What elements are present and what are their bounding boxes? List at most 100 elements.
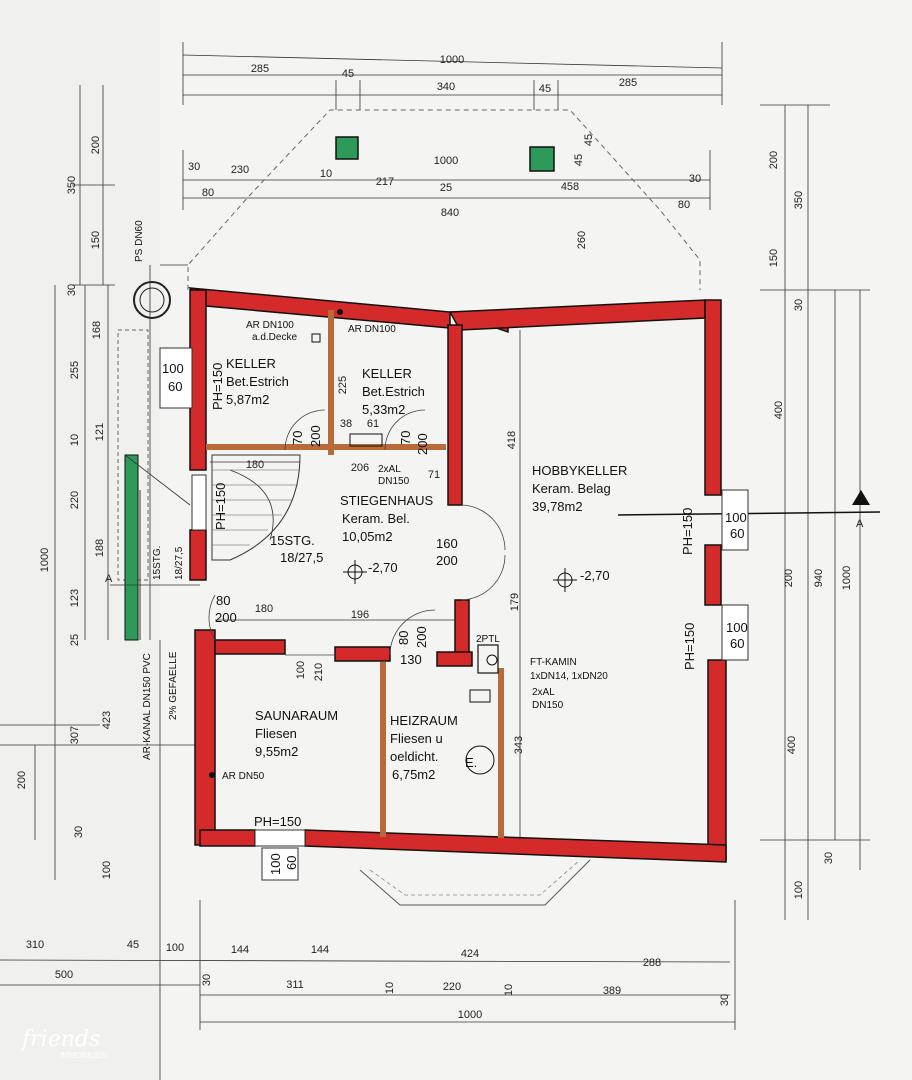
room-heiz-finish-b: oeldicht. xyxy=(390,749,438,764)
logo-brand: friends xyxy=(20,1027,100,1052)
room-keller2-name: KELLER xyxy=(362,366,412,381)
dim-225: 225 xyxy=(337,376,349,394)
dim-top-total: 1000 xyxy=(440,54,464,66)
room-stair-finish: Keram. Bel. xyxy=(342,511,410,526)
door-keller1-w: 70 xyxy=(290,431,305,445)
dim-123: 123 xyxy=(69,589,81,607)
room-heiz-finish-a: Fliesen u xyxy=(390,731,443,746)
door-sauna-w: 80 xyxy=(216,593,230,608)
room-keller2-finish: Bet.Estrich xyxy=(362,384,425,399)
dim-25: 25 xyxy=(440,182,452,194)
kamin-icon xyxy=(477,644,499,674)
room-keller2-area: 5,33m2 xyxy=(362,402,405,417)
section-mark-left: A xyxy=(105,573,113,585)
dim-196: 196 xyxy=(351,609,369,621)
window-sauna xyxy=(261,847,299,881)
dim-423: 423 xyxy=(101,711,113,729)
dim-left-30: 30 xyxy=(66,284,78,296)
room-heiz-name: HEIZRAUM xyxy=(390,713,458,728)
ar-dn100-b-label: AR DN100 xyxy=(348,324,396,335)
dim-220-bottom: 220 xyxy=(443,981,461,993)
dim-30-left: 30 xyxy=(188,161,200,173)
dim-61: 61 xyxy=(367,418,379,430)
dim-45-bottom: 45 xyxy=(127,939,139,951)
dim-top-45a: 45 xyxy=(342,68,354,80)
room-hobby-area: 39,78m2 xyxy=(532,499,583,514)
door-hobby-w: 160 xyxy=(436,536,458,551)
dim-100-left-b: 100 xyxy=(101,861,113,879)
dim-180-a: 180 xyxy=(246,459,264,471)
brand-logo: friends IMMOBILIEN xyxy=(20,1027,107,1060)
dim-424: 424 xyxy=(461,948,479,960)
dim-144a: 144 xyxy=(231,944,249,956)
dn150-b-label: DN150 xyxy=(532,700,564,711)
dim-right-150: 150 xyxy=(768,249,780,267)
dim-311: 311 xyxy=(286,979,304,991)
ar-kanal-label: AR-KANAL DN150 PVC xyxy=(142,653,153,760)
door-heiz-w: 80 xyxy=(396,631,411,645)
window-keller-w: 100 xyxy=(162,361,184,376)
window-hobby-top-w: 100 xyxy=(725,510,747,525)
window-sauna-ph: PH=150 xyxy=(254,814,301,829)
chimney-left-icon xyxy=(335,136,359,160)
stairs-inner-dim: 18/27,5 xyxy=(280,550,323,565)
dim-10-bottom-b: 10 xyxy=(503,984,515,996)
door-sauna-h: 200 xyxy=(215,610,237,625)
stairs-outer-count: 15STG. xyxy=(152,546,163,580)
dim-180-b: 180 xyxy=(255,603,273,615)
dim-top-285a: 285 xyxy=(251,63,269,75)
door-keller1-h: 200 xyxy=(308,425,323,447)
window-hobby-bottom-w: 100 xyxy=(726,620,748,635)
window-keller-h: 60 xyxy=(168,379,182,394)
dim-right-350: 350 xyxy=(793,191,805,209)
staircase: 15STG. 18/27,5 15STG. 18/27,5 xyxy=(139,454,323,640)
drain-shaft-icon xyxy=(133,281,171,319)
room-sauna-name: SAUNARAUM xyxy=(255,708,338,723)
window-hobby-top xyxy=(721,489,749,551)
dim-458: 458 xyxy=(561,181,579,193)
two-xal-b-label: 2xAL xyxy=(532,687,555,698)
level-markers: -2,70 -2,70 xyxy=(343,560,610,592)
dim-121: 121 xyxy=(94,423,106,441)
stairs-outer-dim: 18/27,5 xyxy=(174,546,185,580)
window-sauna-h: 60 xyxy=(284,856,299,870)
dim-bottom-total: 1000 xyxy=(458,1009,482,1021)
dim-top-285b: 285 xyxy=(619,77,637,89)
room-keller1-finish: Bet.Estrich xyxy=(226,374,289,389)
left-dimensions: 350 200 150 30 1000 168 255 10 121 220 1… xyxy=(0,85,200,880)
section-line xyxy=(617,511,881,516)
heater-icon xyxy=(465,745,495,775)
dim-179: 179 xyxy=(509,593,521,611)
door-hobby-h: 200 xyxy=(436,553,458,568)
dim-top-340: 340 xyxy=(437,81,455,93)
dim-230: 230 xyxy=(231,164,249,176)
room-keller1-name: KELLER xyxy=(226,356,276,371)
dim-right-200b: 200 xyxy=(783,569,795,587)
dim-25-left: 25 xyxy=(69,634,81,646)
two-xal-a-label: 2xAL xyxy=(378,464,401,475)
window-hobby-top-ph: PH=150 xyxy=(680,508,695,555)
doors: 70 200 70 200 160 200 80 200 80 200 130 xyxy=(208,409,506,667)
dim-310: 310 xyxy=(26,939,44,951)
dim-38: 38 xyxy=(340,418,352,430)
dim-right-100: 100 xyxy=(793,881,805,899)
dim-500: 500 xyxy=(55,969,73,981)
dim-200-left-b: 200 xyxy=(16,771,28,789)
dim-10: 10 xyxy=(320,168,332,180)
dim-30-bottom-b: 30 xyxy=(719,994,731,1006)
stairs-inner-count: 15STG. xyxy=(270,533,315,548)
dn150-a-label: DN150 xyxy=(378,476,410,487)
section-mark-right: A xyxy=(856,518,864,530)
gefaelle-label: 2% GEFAELLE xyxy=(168,651,179,720)
dim-217: 217 xyxy=(376,176,394,188)
dim-220-left: 220 xyxy=(69,491,81,509)
ar-dn100-a-label: AR DN100 xyxy=(246,320,294,331)
windows: 100 60 PH=150 PH=150 100 60 PH=150 100 6… xyxy=(159,347,749,881)
window-sauna-w: 100 xyxy=(268,853,283,875)
outer-walls xyxy=(188,287,727,863)
inner-walls xyxy=(206,310,504,838)
room-hobby-name: HOBBYKELLER xyxy=(532,463,627,478)
dim-1000-b: 1000 xyxy=(434,155,458,167)
door-heiz-h: 200 xyxy=(414,626,429,648)
